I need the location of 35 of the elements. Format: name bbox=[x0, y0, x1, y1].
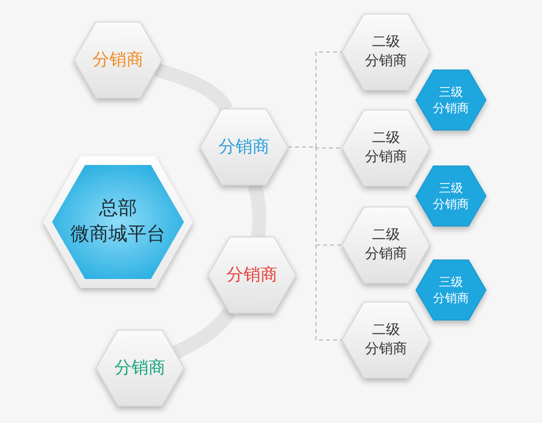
distributor-hexagon bbox=[208, 237, 296, 313]
connector-band bbox=[154, 63, 232, 112]
node-label: 三级 bbox=[439, 84, 463, 100]
node-label: 分销商 bbox=[365, 52, 407, 71]
node-label: 分销商 bbox=[433, 100, 469, 116]
distributor-hexagon bbox=[74, 22, 162, 98]
distributor-hexagon bbox=[342, 302, 430, 378]
distributor-hexagon bbox=[416, 166, 486, 226]
node-label: 分销商 bbox=[92, 48, 144, 72]
node-label: 分销商 bbox=[365, 340, 407, 359]
distributor-hexagon bbox=[416, 70, 486, 130]
node-label: 微商城平台 bbox=[70, 222, 166, 247]
node-label: 三级 bbox=[439, 274, 463, 290]
node-label: 分销商 bbox=[218, 136, 270, 158]
node-label: 分销商 bbox=[365, 148, 407, 167]
node-label: 三级 bbox=[439, 180, 463, 196]
node-label: 分销商 bbox=[365, 245, 407, 264]
node-label: 总部 bbox=[99, 196, 137, 222]
distributor-hexagon bbox=[342, 110, 430, 186]
distributor-hexagon bbox=[96, 330, 184, 406]
distributor-hexagon bbox=[342, 207, 430, 283]
connector-band bbox=[248, 183, 266, 238]
connector-band bbox=[172, 308, 236, 359]
node-label: 二级 bbox=[372, 226, 400, 245]
node-label: 二级 bbox=[372, 129, 400, 148]
dashed-connector bbox=[288, 146, 342, 340]
node-label: 分销商 bbox=[433, 290, 469, 306]
distributor-hexagon bbox=[416, 260, 486, 320]
node-label: 二级 bbox=[372, 321, 400, 340]
node-label: 二级 bbox=[372, 33, 400, 52]
node-label: 分销商 bbox=[114, 356, 166, 380]
node-label: 分销商 bbox=[226, 264, 278, 286]
distributor-hexagon bbox=[200, 109, 288, 185]
node-label: 分销商 bbox=[433, 196, 469, 212]
distributor-hexagon bbox=[342, 14, 430, 90]
